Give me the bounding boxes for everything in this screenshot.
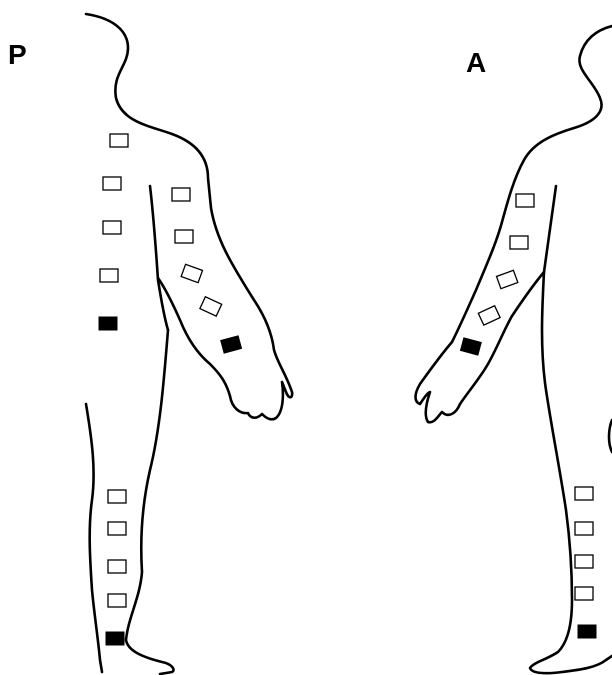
- anterior-leg-marker-2: [575, 522, 593, 535]
- posterior-trunk-marker-4: [100, 269, 118, 282]
- posterior-back-leg-outline: [86, 404, 102, 672]
- anterior-view-label: A: [466, 47, 486, 78]
- anterior-arm-marker-1: [516, 194, 534, 207]
- posterior-leg-outline: [126, 330, 174, 674]
- posterior-leg-marker-2: [108, 522, 126, 535]
- posterior-arm-marker-5: [221, 336, 242, 353]
- anterior-leg-marker-4: [575, 587, 593, 600]
- anterior-figure: [416, 26, 612, 673]
- anterior-arm-marker-2: [510, 236, 528, 249]
- posterior-inner-arm-outline: [150, 186, 168, 330]
- posterior-arm-marker-1: [172, 188, 190, 201]
- posterior-trunk-marker-5: [99, 317, 117, 330]
- posterior-leg-marker-5: [106, 632, 124, 645]
- anterior-leg-marker-3: [575, 555, 593, 568]
- anterior-leg-marker-5: [578, 625, 596, 638]
- anterior-leg-outline: [530, 272, 612, 673]
- anterior-leg-marker-1: [575, 487, 593, 500]
- posterior-leg-marker-1: [108, 490, 126, 503]
- anterior-head-shoulder-outline: [416, 26, 612, 422]
- posterior-figure: [86, 14, 292, 674]
- posterior-trunk-marker-2: [103, 177, 121, 190]
- anterior-arm-marker-4: [478, 306, 500, 325]
- posterior-arm-marker-4: [200, 297, 222, 316]
- anterior-arm-marker-5: [460, 338, 481, 355]
- posterior-leg-marker-4: [108, 594, 126, 607]
- posterior-arm-marker-3: [181, 264, 202, 282]
- anterior-arm-marker-3: [496, 270, 517, 288]
- posterior-head-shoulder-outline: [86, 14, 292, 419]
- posterior-view-label: P: [8, 39, 27, 70]
- posterior-leg-marker-3: [108, 560, 126, 573]
- posterior-arm-marker-2: [175, 230, 193, 243]
- anterior-inner-arm-outline: [544, 186, 556, 272]
- posterior-trunk-marker-3: [103, 221, 121, 234]
- posterior-trunk-marker-1: [110, 134, 128, 147]
